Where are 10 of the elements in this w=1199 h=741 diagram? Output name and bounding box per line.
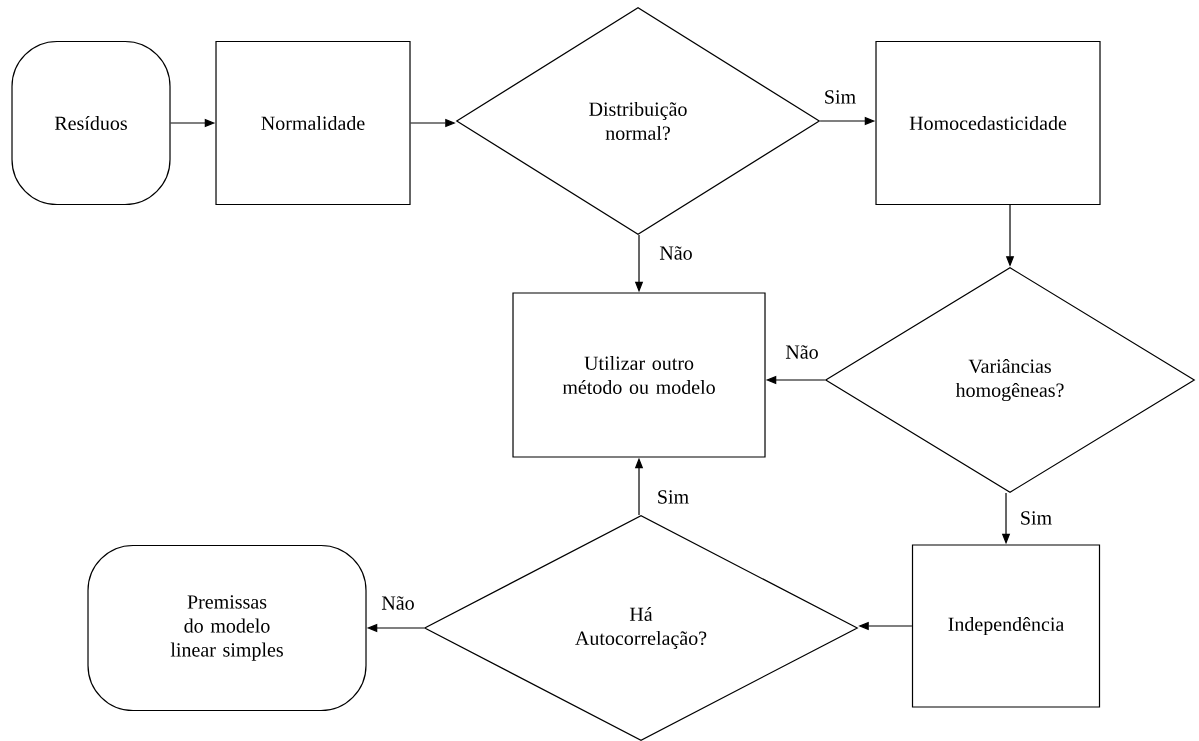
process-box: Homocedasticidade: [875, 40, 1101, 206]
process-box: Utilizar outro método ou modelo: [512, 292, 766, 458]
edge-label: Sim: [1018, 509, 1054, 527]
process-box: Independência: [911, 544, 1101, 708]
edge-label: Não: [380, 594, 416, 612]
edge-label: Não: [658, 244, 694, 262]
process-box: Normalidade: [215, 40, 411, 206]
edge-label: Não: [784, 343, 820, 361]
edge-label: Sim: [822, 88, 858, 106]
edge-label: Sim: [655, 488, 691, 506]
